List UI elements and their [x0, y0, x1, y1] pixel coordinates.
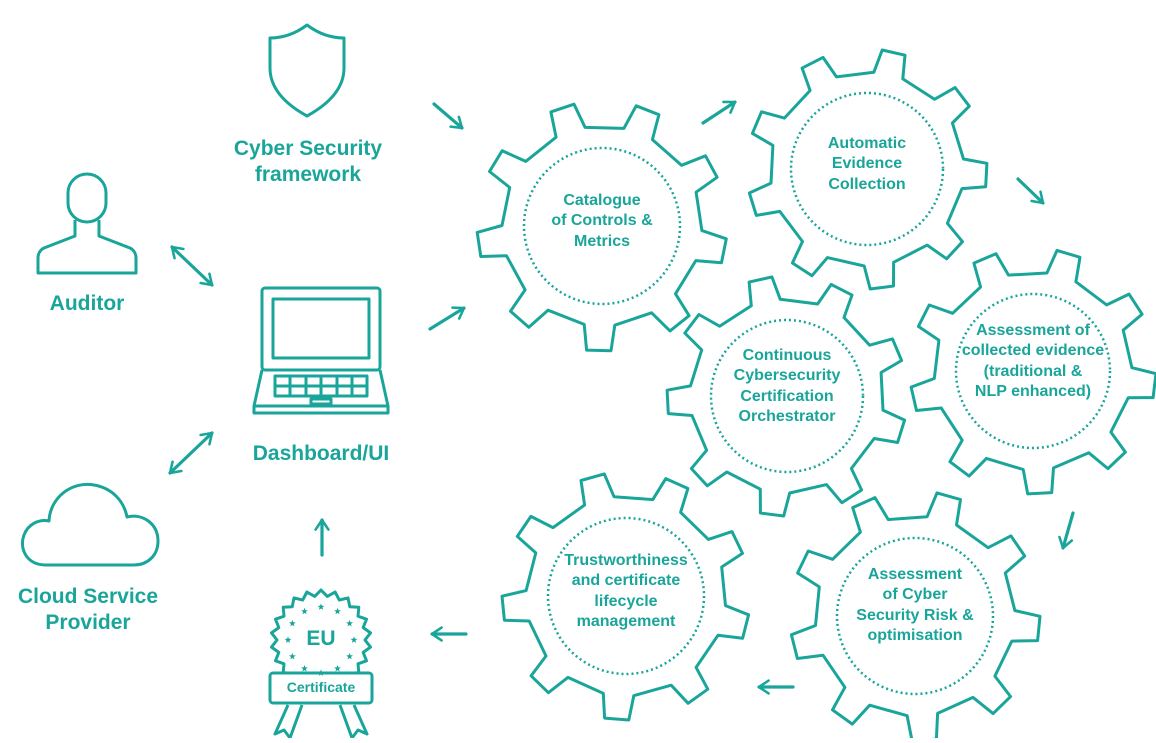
gear-label-line: collected evidence — [961, 342, 1105, 360]
arrow-auditor-dashboard — [170, 245, 214, 287]
gear-label-line: Cybersecurity — [733, 367, 841, 385]
certificate-ribbon-text: Certificate — [286, 679, 356, 695]
provider-label-line-1: Cloud Service — [17, 585, 159, 608]
arrow-assessment-to-risk — [1058, 511, 1075, 550]
gear-label-line: Evidence — [831, 155, 903, 173]
gear-catalogue — [475, 102, 728, 353]
gear-inner-ring — [954, 292, 1112, 450]
arrows — [168, 100, 1075, 695]
certificate-stars — [284, 603, 358, 676]
provider-label: Cloud Service Provider — [0, 584, 176, 635]
star-icon — [301, 665, 308, 672]
gear-label-trustworthiness: Trustworthiness and certificate lifecycl… — [541, 551, 711, 633]
gear-inner-ring — [546, 516, 706, 676]
cloud-icon — [21, 482, 160, 567]
arrow-provider-dashboard — [168, 431, 214, 475]
star-icon — [334, 665, 341, 672]
gear-evidence-collection — [747, 48, 989, 291]
gear-label-line: Assessment of — [976, 322, 1090, 339]
gear-label-line: Trustworthiness — [564, 552, 688, 569]
shield-icon — [268, 23, 346, 118]
gear-inner-ring — [835, 536, 995, 696]
gear-label-line: Assessment — [867, 566, 963, 583]
star-icon — [284, 636, 292, 643]
gear-label-line: (traditional & — [983, 362, 1083, 380]
star-icon — [317, 603, 325, 610]
gear-label-line: Security Risk & — [856, 606, 974, 624]
gear-trustworthiness — [500, 472, 751, 722]
arrow-catalogue-to-collection — [701, 100, 737, 125]
gear-label-line: optimisation — [867, 627, 963, 645]
gear-label-line: management — [576, 613, 676, 631]
star-icon — [334, 607, 341, 615]
gear-label-line: NLP enhanced) — [974, 383, 1092, 401]
star-icon — [289, 619, 296, 627]
gear-outline — [475, 102, 728, 353]
arrow-framework-to-catalogue — [432, 102, 464, 130]
user-icon — [36, 172, 138, 275]
gear-label-line: lifecycle — [594, 592, 658, 610]
provider-label-line-2: Provider — [45, 610, 131, 634]
gear-inner-ring — [709, 318, 865, 474]
gear-inner-ring — [789, 91, 945, 247]
gear-inner-ring — [522, 146, 682, 306]
gear-label-catalogue: Catalogue of Controls & Metrics — [527, 191, 677, 252]
gear-orchestrator — [665, 275, 907, 518]
gear-outline — [500, 472, 751, 722]
gear-label-line: Orchestrator — [738, 408, 836, 426]
star-icon — [346, 652, 353, 660]
gear-label-line: Catalogue — [563, 192, 641, 209]
certificate-eu-text: EU — [306, 627, 336, 650]
gear-outline — [909, 248, 1156, 496]
gear-label-line: Collection — [828, 175, 906, 193]
star-icon — [289, 652, 296, 660]
gear-label-assessment-evidence: Assessment of collected evidence (tradit… — [943, 321, 1123, 403]
gear-assessment-evidence — [909, 248, 1156, 496]
gear-label-line: Certification — [740, 387, 834, 405]
dashboard-label: Dashboard/UI — [252, 442, 390, 465]
framework-label-line-2: framework — [254, 162, 362, 186]
arrow-dashboard-to-catalogue — [428, 306, 466, 331]
gear-outline — [789, 491, 1042, 743]
gear-outline — [747, 48, 989, 291]
star-icon — [346, 619, 353, 627]
gear-label-line: Metrics — [573, 232, 631, 250]
certificate-badge-icon — [268, 588, 374, 740]
laptop-icon — [252, 286, 390, 415]
gear-label-line: Continuous — [742, 347, 832, 364]
gear-label-evidence-collection: Automatic Evidence Collection — [792, 134, 942, 195]
gear-label-line: of Controls & — [551, 212, 653, 230]
arrow-collection-to-assessment — [1016, 177, 1045, 205]
gear-outline — [665, 275, 907, 518]
star-icon — [301, 607, 308, 615]
gear-risk — [789, 491, 1042, 743]
gear-label-risk: Assessment of Cyber Security Risk & opti… — [830, 565, 1000, 647]
star-icon — [350, 636, 358, 643]
gear-label-orchestrator: Continuous Cybersecurity Certification O… — [702, 346, 872, 428]
star-icon — [317, 669, 325, 676]
auditor-label: Auditor — [49, 292, 125, 315]
gear-label-line: of Cyber — [882, 586, 948, 604]
framework-label-line-1: Cyber Security — [233, 137, 383, 160]
gear-label-line: and certificate — [571, 572, 681, 590]
framework-label: Cyber Security framework — [218, 136, 398, 187]
gear-label-line: Automatic — [827, 135, 907, 152]
